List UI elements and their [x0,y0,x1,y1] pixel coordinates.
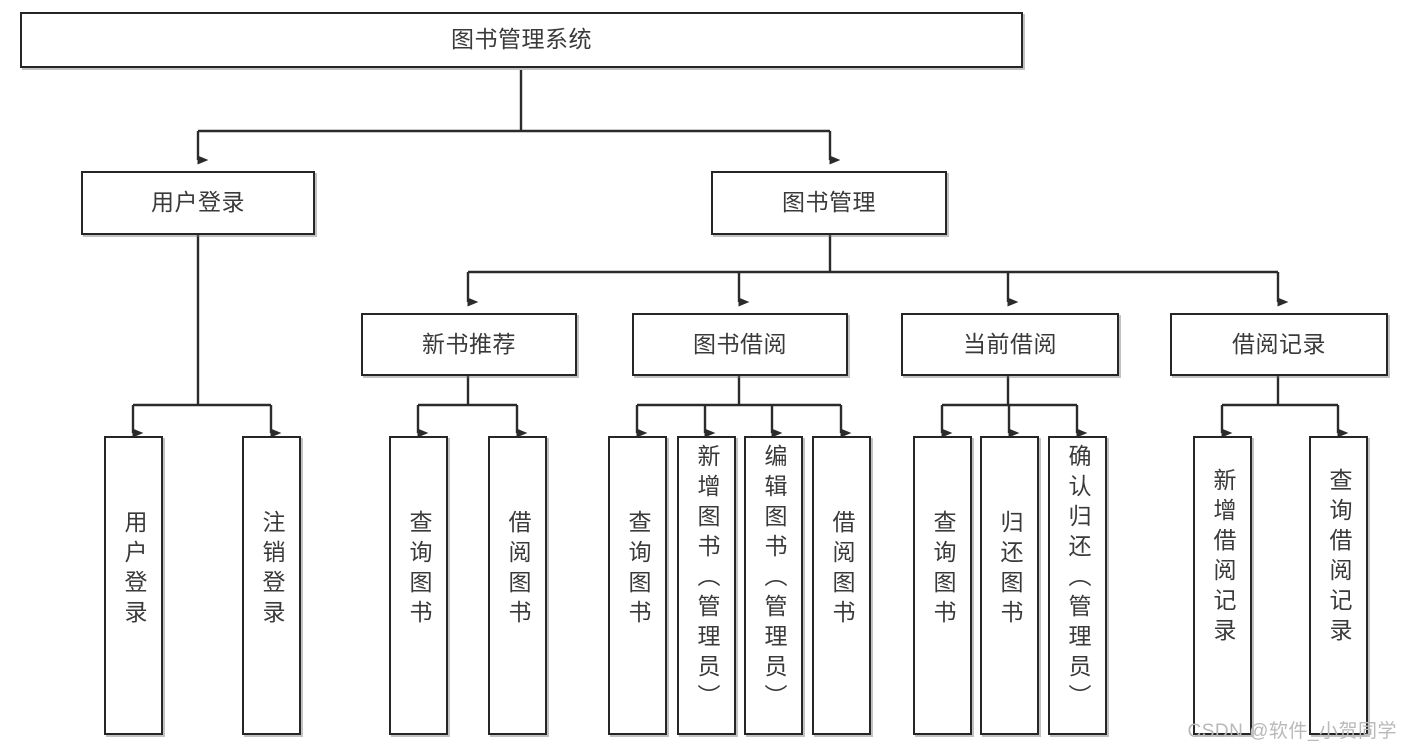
node-leaf-confirm-return[interactable]: 确认归还（管理员） [1048,436,1107,735]
node-leaf-return-book[interactable]: 归还图书 [980,436,1039,735]
watermark: CSDN @软件_小贺同学 [1187,721,1397,742]
node-current-borrow[interactable]: 当前借阅 [901,313,1119,376]
node-user-login-label: 用户登录 [151,189,245,216]
node-leaf-return-book-label: 归还图书 [997,510,1023,630]
node-leaf-add-book[interactable]: 新增图书（管理员） [677,436,736,735]
node-new-book-recommend-label: 新书推荐 [422,330,516,357]
node-leaf-logout-login-label: 注销登录 [259,510,285,630]
node-leaf-query-book-1[interactable]: 查询图书 [389,436,448,735]
node-book-manage-label: 图书管理 [782,189,876,216]
node-leaf-add-record[interactable]: 新增借阅记录 [1193,436,1252,735]
node-leaf-borrow-book-2[interactable]: 借阅图书 [812,436,871,735]
node-leaf-edit-book-label: 编辑图书（管理员） [761,444,787,714]
node-leaf-edit-book[interactable]: 编辑图书（管理员） [744,436,803,735]
node-leaf-borrow-book-1-label: 借阅图书 [505,510,531,630]
node-new-book-recommend[interactable]: 新书推荐 [361,313,577,376]
node-borrow-record-label: 借阅记录 [1232,330,1326,357]
node-user-login[interactable]: 用户登录 [81,171,315,235]
node-book-borrow-label: 图书借阅 [693,330,787,357]
node-leaf-logout-login[interactable]: 注销登录 [242,436,301,735]
node-leaf-user-login-label: 用户登录 [121,510,147,630]
node-book-manage[interactable]: 图书管理 [711,171,947,235]
node-leaf-query-book-3[interactable]: 查询图书 [913,436,972,735]
node-leaf-add-record-label: 新增借阅记录 [1210,468,1236,648]
node-leaf-borrow-book-1[interactable]: 借阅图书 [488,436,547,735]
node-current-borrow-label: 当前借阅 [963,330,1057,357]
node-leaf-query-record[interactable]: 查询借阅记录 [1309,436,1368,735]
node-leaf-query-record-label: 查询借阅记录 [1326,468,1352,648]
node-book-borrow[interactable]: 图书借阅 [632,313,848,376]
node-leaf-query-book-2[interactable]: 查询图书 [608,436,667,735]
node-leaf-query-book-3-label: 查询图书 [930,510,956,630]
node-leaf-add-book-label: 新增图书（管理员） [694,444,720,714]
node-leaf-borrow-book-2-label: 借阅图书 [829,510,855,630]
node-borrow-record[interactable]: 借阅记录 [1170,313,1388,376]
node-leaf-user-login[interactable]: 用户登录 [104,436,163,735]
node-root-label: 图书管理系统 [451,26,592,53]
node-leaf-query-book-2-label: 查询图书 [625,510,651,630]
node-root[interactable]: 图书管理系统 [20,12,1023,68]
node-leaf-confirm-return-label: 确认归还（管理员） [1065,444,1091,714]
node-leaf-query-book-1-label: 查询图书 [406,510,432,630]
